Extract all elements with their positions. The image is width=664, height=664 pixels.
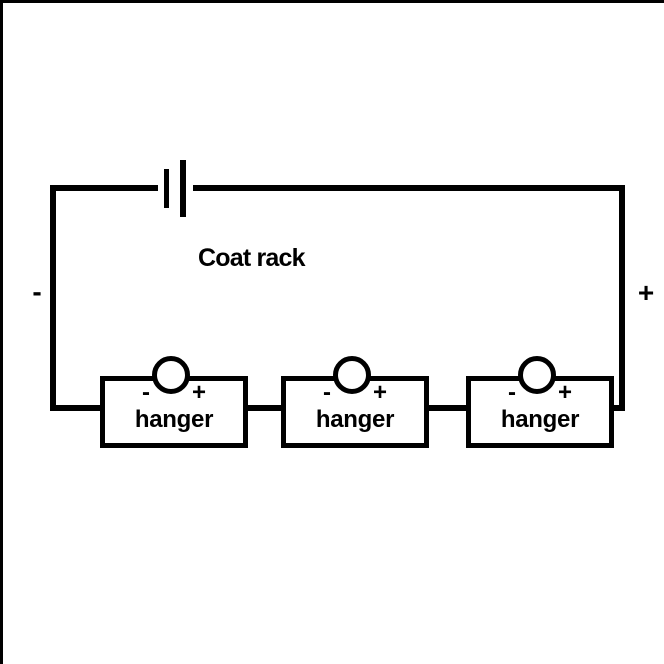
- hanger-component-1: - + hanger: [100, 356, 248, 448]
- hook-circle-icon: [333, 356, 371, 394]
- hanger-component-2: - + hanger: [281, 356, 429, 448]
- positive-terminal-label: +: [637, 277, 655, 308]
- right-circuit-wire: [619, 185, 625, 411]
- hanger-negative-label: -: [508, 379, 516, 406]
- hanger-label: hanger: [134, 406, 214, 433]
- hanger-positive-label: +: [557, 379, 572, 406]
- hanger-label: hanger: [500, 406, 580, 433]
- battery-negative-plate-icon: [164, 169, 169, 208]
- top-wire-left-segment: [50, 185, 158, 191]
- left-circuit-wire: [50, 185, 56, 411]
- diagram-title: Coat rack: [198, 244, 306, 272]
- connector-wire-2: [427, 405, 468, 411]
- connector-wire-1: [246, 405, 283, 411]
- hanger-negative-label: -: [323, 379, 331, 406]
- hanger-positive-label: +: [372, 379, 387, 406]
- bottom-right-wire: [612, 405, 625, 411]
- bottom-left-wire: [50, 405, 102, 411]
- hanger-negative-label: -: [142, 379, 150, 406]
- hook-circle-icon: [518, 356, 556, 394]
- hanger-positive-label: +: [191, 379, 206, 406]
- battery-positive-plate-icon: [180, 160, 186, 217]
- negative-terminal-label: -: [32, 276, 42, 307]
- hanger-label: hanger: [315, 406, 395, 433]
- hook-circle-icon: [152, 356, 190, 394]
- top-wire-right-segment: [193, 185, 625, 191]
- hanger-component-3: - + hanger: [466, 356, 614, 448]
